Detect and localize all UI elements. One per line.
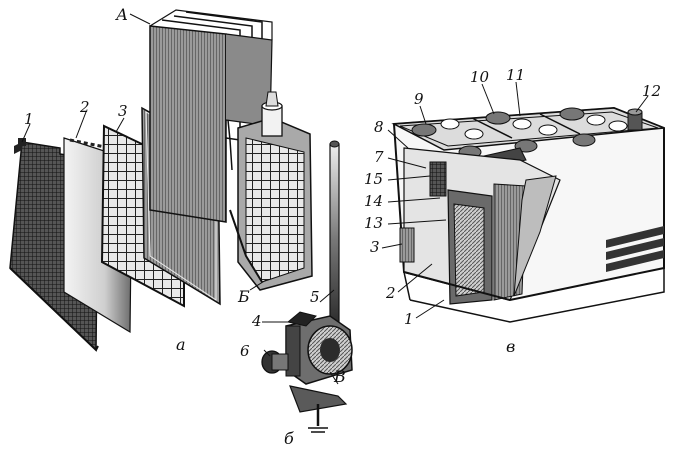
exploded-plates-view [9, 9, 313, 352]
label-block-A: А [115, 5, 128, 24]
knob-6 [261, 350, 289, 374]
label-b-4: 4 [251, 312, 262, 330]
cutaway-interior [399, 147, 665, 323]
rod-assembly-view [261, 140, 353, 433]
leader-lines [21, 13, 649, 385]
assembled-cell-B [229, 91, 313, 291]
diagram-labels: 1 2 3 А Б а 4 5 6 В б 9 10 11 12 8 7 15 … [24, 5, 661, 448]
label-v-11: 11 [506, 66, 525, 84]
body-V [285, 315, 353, 385]
label-v-14: 14 [364, 192, 383, 210]
label-v-12: 12 [642, 82, 661, 100]
label-v-1: 1 [404, 310, 414, 328]
label-b-6: 6 [240, 342, 250, 360]
label-assembly-B: Б [237, 287, 250, 306]
assembled-battery-view [391, 106, 665, 323]
label-body-V: В [333, 367, 346, 386]
label-b-5: 5 [310, 288, 320, 306]
label-v-2: 2 [385, 284, 396, 302]
terminal-12 [627, 108, 643, 131]
label-v-9: 9 [414, 90, 424, 108]
label-v-7: 7 [374, 148, 384, 166]
label-v-13: 13 [364, 214, 383, 232]
label-v-8: 8 [374, 118, 384, 136]
caption-a: а [176, 335, 186, 354]
label-a-3: 3 [118, 102, 128, 120]
label-a-2: 2 [79, 98, 90, 116]
label-a-1: 1 [24, 110, 34, 128]
rod-5 [329, 143, 340, 337]
vent-caps [411, 107, 628, 159]
label-v-3: 3 [370, 238, 380, 256]
plate-block-A [149, 9, 273, 223]
caption-b: б [284, 429, 294, 448]
caption-v: в [506, 337, 515, 356]
label-v-10: 10 [470, 68, 490, 86]
label-v-15: 15 [364, 170, 383, 188]
vent-slots [606, 226, 664, 272]
